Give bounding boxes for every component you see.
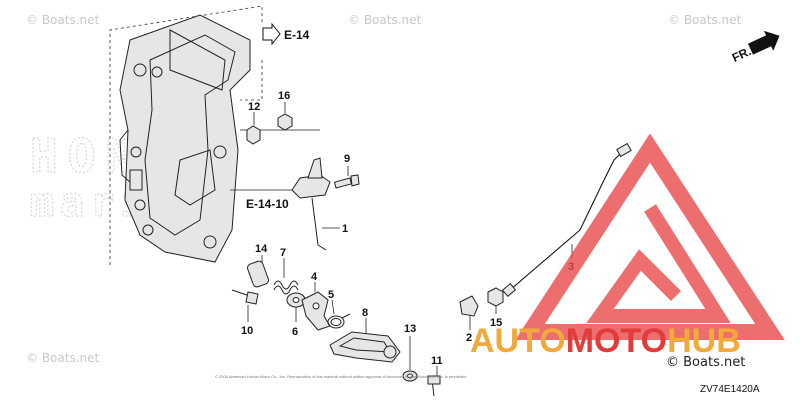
automotohub-logo: AUTOMOTOHUB [470,133,785,360]
watermark-bottom-right: © Boats.net [666,355,745,370]
callout-9: 9 [344,153,350,165]
callout-14: 14 [255,243,268,255]
callout-5: 5 [328,289,334,301]
part-2-cable-joint [459,295,479,317]
logo-text-auto: AUTO [470,322,566,360]
part-8-link [329,331,401,363]
part-14-collar [247,260,269,288]
watermark-top-center: © Boats.net [348,13,422,27]
part-15-nut [487,287,504,307]
callout-1: 1 [342,223,348,235]
part-10-bolt [231,289,259,305]
part-1-throttle-lever [291,157,331,251]
watermark-top-left: © Boats.net [26,13,100,27]
e14-reference-arrow [262,22,281,46]
callout-16: 16 [278,90,290,102]
part-5-spring [327,313,351,329]
part-12-nut [246,125,261,145]
assembly-dashed-frame [109,5,263,265]
reference-label-e14: E-14 [284,28,310,42]
callout-7: 7 [280,247,286,259]
logo-text-hub: HUB [667,322,741,360]
leader-5 [331,299,335,315]
control-bracket-housing [119,14,251,263]
logo-triangle [515,133,785,340]
part-16-nut [277,113,293,131]
callout-6: 6 [292,326,298,338]
callout-2: 2 [466,332,472,344]
logo-triangle-inner [586,204,731,323]
part-3-throttle-cable [501,142,632,297]
part-6-washer [286,292,306,308]
logo-text: AUTOMOTOHUB [470,322,741,360]
diagram-code: ZV74E1420A [700,384,760,395]
front-direction-arrow: FR. [730,30,780,65]
part-7-spring [273,280,299,295]
callout-8: 8 [362,307,368,319]
copyright-line: © 2004 American Honda Motor Co., Inc. Re… [215,374,466,379]
part-11-bolt [427,375,441,397]
callout-4: 4 [311,271,318,283]
part-9-bolt [333,174,360,189]
watermark-bottom-left: © Boats.net [26,351,100,365]
part-4-cam-plate [301,291,331,331]
reference-label-e14-10: E-14-10 [246,197,289,211]
callout-12: 12 [248,101,260,113]
logo-text-moto: MOTO [566,322,667,360]
callout-11: 11 [431,355,443,367]
part-13-washer [402,370,418,382]
watermark-top-right: © Boats.net [668,13,742,27]
callout-15: 15 [490,317,502,329]
callout-13: 13 [404,323,416,335]
callout-10: 10 [241,325,253,337]
assembly-dashed-frame-right [240,60,263,101]
